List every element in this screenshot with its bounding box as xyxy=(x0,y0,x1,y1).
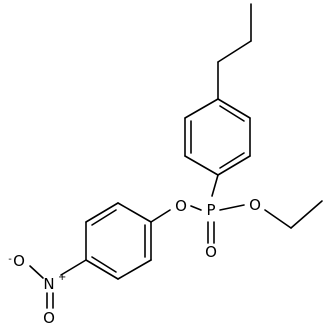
atom-o-ester-right: O xyxy=(249,196,261,214)
charge-n-plus: + xyxy=(58,272,66,283)
ethyl-group xyxy=(264,200,323,229)
propyl-chain xyxy=(217,3,252,100)
bond-p-o-right xyxy=(219,204,245,211)
ring1-bond-f xyxy=(184,98,219,119)
bond-o-ring2 xyxy=(150,209,171,223)
bond-propyl-2 xyxy=(217,40,252,63)
bond-o-ethyl-2 xyxy=(290,200,323,229)
ring2-double-1 xyxy=(91,209,117,226)
nitro-group xyxy=(29,265,54,309)
ring2-bond-e xyxy=(117,259,152,280)
phosphonate-group xyxy=(190,204,245,244)
bond-ring1-p xyxy=(211,174,219,197)
lower-benzene-ring xyxy=(85,202,152,280)
ring1-bond-c xyxy=(217,155,251,176)
atom-o-ester-left: O xyxy=(175,197,187,215)
ring1-double-2 xyxy=(219,152,245,169)
atom-n-nitro: N xyxy=(43,275,54,293)
atom-o-nitro-top: O xyxy=(13,252,25,270)
ring2-bond-d xyxy=(85,259,119,280)
ring1-bond-a xyxy=(217,98,251,119)
bond-p-o-left xyxy=(190,205,202,211)
ring1-bond-d xyxy=(184,155,219,176)
ring2-bond-b xyxy=(85,202,119,223)
bond-ring2-n xyxy=(60,259,87,276)
upper-benzene-ring xyxy=(184,98,251,176)
bond-n-o-top xyxy=(29,265,44,279)
ring2-double-2 xyxy=(91,256,117,273)
charge-o-minus: - xyxy=(8,254,12,265)
atom-o-phosphoryl: O xyxy=(205,243,217,261)
ring2-bond-a xyxy=(117,202,152,223)
atom-p: P xyxy=(206,201,215,219)
ring1-double-1 xyxy=(219,105,245,122)
bond-o-ethyl-1 xyxy=(264,209,292,229)
atom-o-nitro-bottom: O xyxy=(43,309,55,327)
